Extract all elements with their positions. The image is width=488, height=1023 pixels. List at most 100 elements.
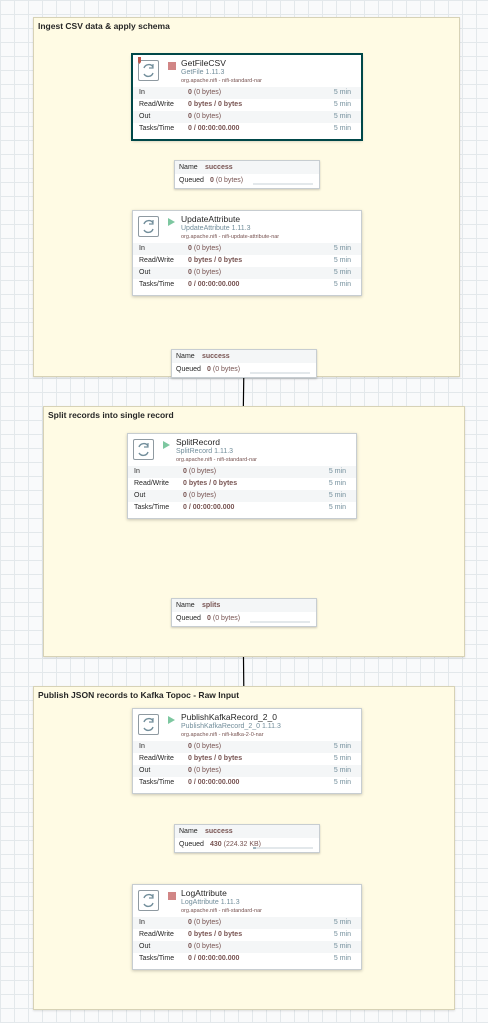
stat-label-tasks: Tasks/Time [139, 955, 175, 962]
stat-label-out: Out [139, 269, 151, 276]
group-title: Split records into single record [48, 410, 174, 420]
queue-progress-bar [253, 183, 313, 185]
stat-label-out: Out [134, 492, 146, 499]
processor-stats: In 0 (0 bytes) 5 min Read/Write 0 bytes / 0… [133, 87, 361, 135]
queue-progress-bar [250, 621, 310, 623]
out-count: 0 [188, 269, 192, 276]
stopped-state-icon [168, 892, 176, 900]
out-count: 0 [183, 492, 187, 499]
stat-window: 5 min [333, 919, 351, 926]
stat-window: 5 min [333, 257, 351, 264]
processor-type: PublishKafkaRecord_2_0 1.11.3 [181, 723, 281, 730]
processor-splitrecord[interactable]: SplitRecord SplitRecord 1.11.3 org.apach… [127, 433, 357, 519]
queued-size: (0 bytes) [212, 615, 241, 622]
stat-window: 5 min [328, 504, 346, 511]
queue-progress-bar [250, 372, 310, 374]
in-bytes: (0 bytes) [193, 245, 222, 252]
conn-name-label: Name [176, 602, 195, 609]
processor-name: PublishKafkaRecord_2_0 [181, 712, 277, 722]
in-count: 0 [188, 743, 192, 750]
processor-bundle: org.apache.nifi - nifi-standard-nar [181, 78, 263, 84]
queued-count: 0 [207, 615, 211, 622]
conn-name-label: Name [179, 164, 198, 171]
processor-bundle: org.apache.nifi - nifi-kafka-2-0-nar [181, 732, 264, 738]
in-count: 0 [183, 468, 187, 475]
stat-window: 5 min [333, 767, 351, 774]
queue-progress-bar [253, 847, 313, 849]
stat-label-rw: Read/Write [139, 101, 174, 108]
queued-count: 0 [210, 177, 214, 184]
queued-size: (0 bytes) [215, 177, 244, 184]
in-bytes: (0 bytes) [193, 89, 222, 96]
stat-window: 5 min [333, 101, 351, 108]
out-bytes: (0 bytes) [188, 492, 217, 499]
running-state-icon [163, 441, 170, 449]
in-count: 0 [188, 89, 192, 96]
out-count: 0 [188, 943, 192, 950]
out-count: 0 [188, 113, 192, 120]
processor-icon [138, 890, 159, 911]
stat-label-out: Out [139, 767, 151, 774]
out-bytes: (0 bytes) [193, 269, 222, 276]
processor-publishkafkarecord[interactable]: PublishKafkaRecord_2_0 PublishKafkaRecor… [132, 708, 362, 794]
stat-label-tasks: Tasks/Time [134, 504, 170, 511]
processor-bundle: org.apache.nifi - nifi-standard-nar [181, 908, 263, 914]
processor-icon [138, 216, 159, 237]
group-title: Publish JSON records to Kafka Topoc - Ra… [38, 690, 240, 700]
processor-bundle: org.apache.nifi - nifi-standard-nar [176, 457, 258, 463]
stat-window: 5 min [333, 89, 351, 96]
stat-window: 5 min [333, 743, 351, 750]
stat-window: 5 min [328, 492, 346, 499]
read-write-value: 0 bytes / 0 bytes [188, 755, 243, 762]
out-bytes: (0 bytes) [193, 943, 222, 950]
processor-logattribute[interactable]: LogAttribute LogAttribute 1.11.3 org.apa… [132, 884, 362, 970]
processor-updateattribute[interactable]: UpdateAttribute UpdateAttribute 1.11.3 o… [132, 210, 362, 296]
conn-queued-label: Queued [176, 366, 201, 373]
stat-label-out: Out [139, 943, 151, 950]
processor-name: LogAttribute [181, 888, 227, 898]
processor-icon [138, 60, 159, 81]
stat-label-in: In [139, 89, 145, 96]
conn-queued-label: Queued [179, 841, 204, 848]
read-write-value: 0 bytes / 0 bytes [183, 480, 238, 487]
stat-window: 5 min [328, 480, 346, 487]
tasks-value: 0 / 00:00:00.000 [188, 281, 240, 288]
processor-bundle: org.apache.nifi - nifi-update-attribute-… [181, 234, 280, 240]
processor-icon [133, 439, 154, 460]
processor-name: SplitRecord [176, 437, 220, 447]
queued-count: 0 [207, 366, 211, 373]
stat-window: 5 min [333, 931, 351, 938]
conn-name-value: success [205, 164, 233, 171]
conn-name-label: Name [176, 353, 195, 360]
stat-window: 5 min [333, 281, 351, 288]
tasks-value: 0 / 00:00:00.000 [188, 779, 240, 786]
queued-size: (224.32 KB) [223, 841, 261, 848]
stat-window: 5 min [333, 755, 351, 762]
stat-label-tasks: Tasks/Time [139, 125, 175, 132]
stat-label-rw: Read/Write [139, 755, 174, 762]
in-bytes: (0 bytes) [193, 919, 222, 926]
connection-label-success-3[interactable]: Name success Queued 430 (224.32 KB) [174, 824, 320, 853]
queued-count: 430 [210, 841, 222, 848]
stat-window: 5 min [333, 943, 351, 950]
conn-name-value: success [205, 828, 233, 835]
processor-getfilecsv[interactable]: GetFileCSV GetFile 1.11.3 org.apache.nif… [132, 54, 362, 140]
group-title: Ingest CSV data & apply schema [38, 21, 170, 31]
stat-window: 5 min [333, 125, 351, 132]
processor-type: UpdateAttribute 1.11.3 [181, 225, 251, 232]
conn-name-label: Name [179, 828, 198, 835]
stat-label-tasks: Tasks/Time [139, 281, 175, 288]
tasks-value: 0 / 00:00:00.000 [183, 504, 235, 511]
out-bytes: (0 bytes) [193, 767, 222, 774]
in-bytes: (0 bytes) [188, 468, 217, 475]
stat-label-rw: Read/Write [134, 480, 169, 487]
stat-label-out: Out [139, 113, 151, 120]
out-bytes: (0 bytes) [193, 113, 222, 120]
read-write-value: 0 bytes / 0 bytes [188, 101, 243, 108]
